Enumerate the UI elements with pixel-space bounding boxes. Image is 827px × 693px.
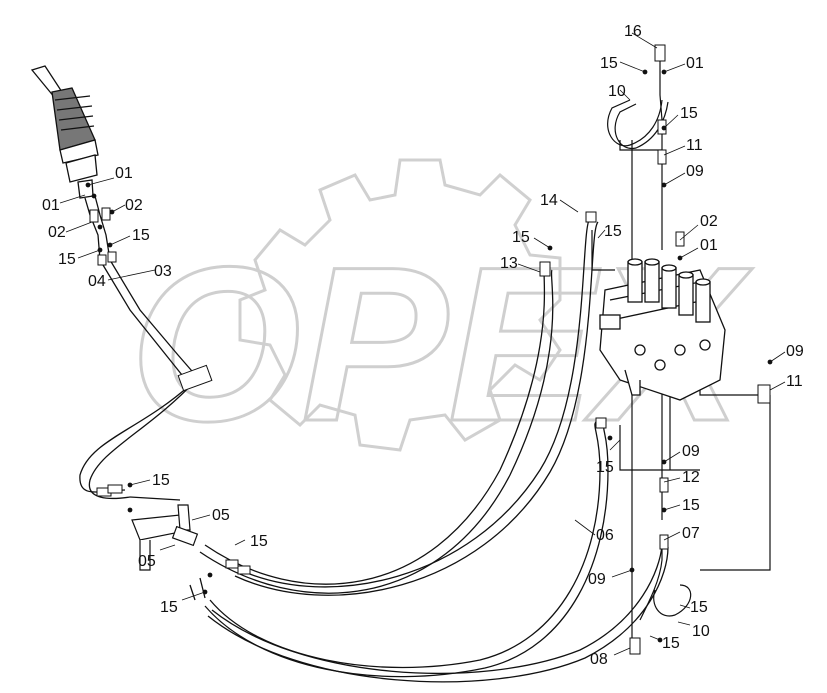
label-05-b: 05 (138, 553, 156, 570)
bracket (131, 504, 199, 571)
label-10-top: 10 (608, 83, 626, 100)
label-15-n: 15 (682, 497, 700, 514)
label-02-joystick: 02 (125, 197, 143, 214)
label-08: 08 (590, 651, 608, 668)
watermark-gear (238, 158, 562, 452)
label-05-a: 05 (212, 507, 230, 524)
label-14: 14 (540, 192, 558, 209)
label-15-d: 15 (512, 229, 530, 246)
part-labels: 16 15 01 10 15 11 09 14 15 02 01 15 13 0… (42, 23, 804, 668)
label-09-top: 09 (686, 163, 704, 180)
label-15-bottom-right: 15 (690, 599, 708, 616)
label-09-bottom: 09 (588, 571, 606, 588)
label-02-joystick-2: 02 (48, 224, 66, 241)
label-15-top: 15 (600, 55, 618, 72)
label-15-joystick: 15 (132, 227, 150, 244)
label-15-joystick-2: 15 (58, 251, 76, 268)
label-03: 03 (154, 263, 172, 280)
label-01-joystick: 01 (115, 165, 133, 182)
label-04: 04 (88, 273, 106, 290)
joystick-assembly (30, 65, 99, 199)
label-15-m: 15 (596, 459, 614, 476)
label-06: 06 (596, 527, 614, 544)
label-15-bottom: 15 (662, 635, 680, 652)
label-09-mid: 09 (682, 443, 700, 460)
label-07: 07 (682, 525, 700, 542)
label-11-top: 11 (686, 137, 703, 154)
label-01-top: 01 (686, 55, 704, 72)
label-01-joystick-2: 01 (42, 197, 60, 214)
leader-lines (59, 32, 786, 656)
label-16: 16 (624, 23, 642, 40)
label-13: 13 (500, 255, 518, 272)
label-15-c: 15 (604, 223, 622, 240)
label-15-bottom-left: 15 (160, 599, 178, 616)
main-hoses (189, 217, 669, 683)
label-01-right: 01 (700, 237, 718, 254)
label-12: 12 (682, 469, 700, 486)
label-02-right: 02 (700, 213, 718, 230)
control-valve-block (599, 258, 726, 401)
label-10-bottom-right: 10 (692, 623, 710, 640)
label-15-left: 15 (152, 472, 170, 489)
label-11-right: 11 (786, 373, 803, 390)
label-09-right: 09 (786, 343, 804, 360)
label-15-b: 15 (680, 105, 698, 122)
label-15-mid: 15 (250, 533, 268, 550)
